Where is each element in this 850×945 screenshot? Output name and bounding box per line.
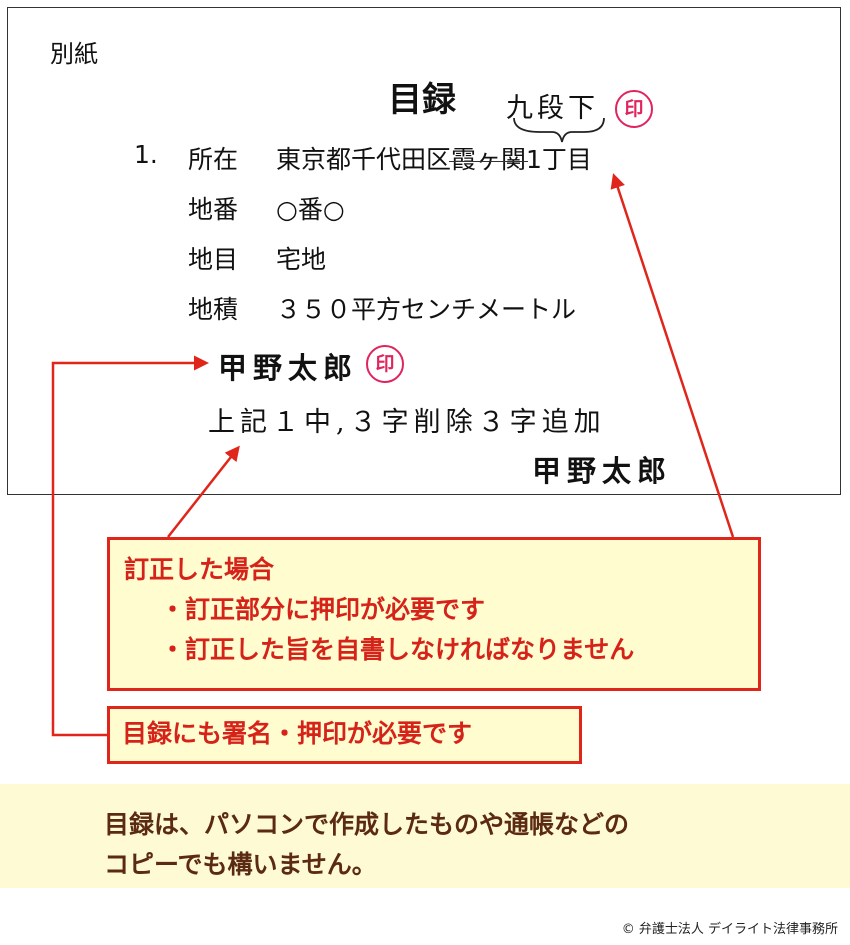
location-prefix: 東京都千代田区 <box>276 145 452 174</box>
row-label-location: 所在 <box>188 145 239 174</box>
seal-char: 印 <box>366 345 404 383</box>
item-number: 1. <box>134 140 158 169</box>
footer-line: コピーでも構いません。 <box>104 850 377 879</box>
row-value-location: 東京都千代田区霞ヶ関1丁目 <box>276 140 592 176</box>
struck-text: 霞ヶ関 <box>451 145 527 174</box>
row-label-category: 地目 <box>188 245 239 274</box>
attachment-label: 別紙 <box>50 40 98 68</box>
row-value-category: 宅地 <box>276 245 327 274</box>
row-label-lot: 地番 <box>188 195 239 224</box>
footer-line: 目録は、パソコンで作成したものや通帳などの <box>104 810 630 839</box>
document-title: 目録 <box>388 80 456 120</box>
signature-note: 甲野太郎 <box>532 454 673 488</box>
seal-char: 印 <box>615 90 653 128</box>
inserted-text: 九段下 <box>506 93 599 124</box>
location-suffix: 1丁目 <box>526 145 592 174</box>
row-value-lot: ○番○ <box>276 195 345 224</box>
copyright: © 弁護士法人 デイライト法律事務所 <box>621 922 838 937</box>
row-value-area: ３５０平方センチメートル <box>276 295 577 324</box>
signature-main: 甲野太郎 <box>218 351 359 385</box>
correction-callout: 訂正した場合 ・訂正部分に押印が必要です ・訂正した旨を自書しなければなりません <box>107 537 761 691</box>
correction-heading: 訂正した場合 <box>124 555 275 584</box>
row-label-area: 地積 <box>188 295 239 324</box>
seal-insert-icon: 印 <box>615 90 653 128</box>
correction-bullet: ・訂正部分に押印が必要です <box>160 595 486 624</box>
footer-band <box>0 784 850 888</box>
seal-signature-icon: 印 <box>366 345 404 383</box>
correction-note: 上記１中,３字削除３字追加 <box>208 407 606 438</box>
signature-callout: 目録にも署名・押印が必要です <box>107 706 582 764</box>
correction-bullet: ・訂正した旨を自書しなければなりません <box>160 635 635 664</box>
footer-text: 目録は、パソコンで作成したものや通帳などの コピーでも構いません。 <box>104 805 629 885</box>
